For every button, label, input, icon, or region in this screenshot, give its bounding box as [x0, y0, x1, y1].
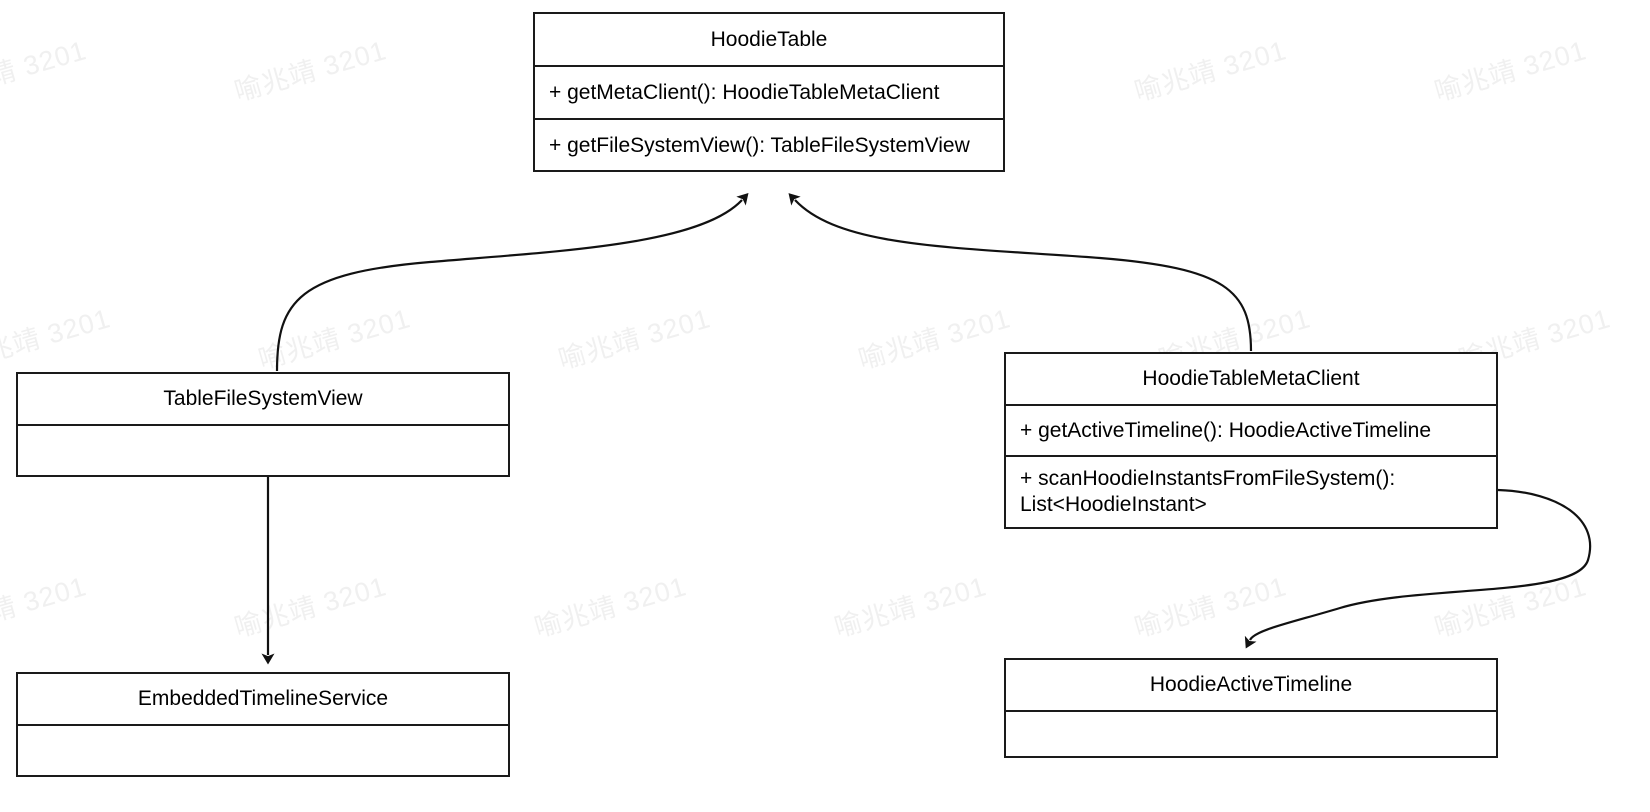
uml-member-compartment: + scanHoodieInstantsFromFileSystem():Lis… [1006, 457, 1496, 527]
uml-member-text-block: + scanHoodieInstantsFromFileSystem():Lis… [1020, 466, 1395, 517]
watermark-label: 喻兆靖 3201 [531, 571, 690, 644]
uml-member-line: + getMetaClient(): HoodieTableMetaClient [549, 80, 940, 104]
uml-class-name: EmbeddedTimelineService [18, 674, 508, 726]
uml-member-line: + getActiveTimeline(): HoodieActiveTimel… [1020, 418, 1432, 442]
watermark-label: 喻兆靖 3201 [255, 303, 414, 376]
watermark-label: 喻兆靖 3201 [831, 571, 990, 644]
uml-member-text-block: + getMetaClient(): HoodieTableMetaClient [549, 80, 939, 106]
watermark-label: 喻兆靖 3201 [1431, 571, 1590, 644]
uml-class-name: HoodieTable [535, 14, 1003, 67]
watermark-label: 喻兆靖 3201 [231, 35, 390, 108]
uml-member-compartment: + getMetaClient(): HoodieTableMetaClient [535, 67, 1003, 120]
uml-class-name: HoodieTableMetaClient [1006, 354, 1496, 406]
watermark-label: 喻兆靖 3201 [0, 571, 90, 644]
connector-hoodietablemetaclient-to-hoodietable [788, 193, 1253, 352]
watermark-label: 喻兆靖 3201 [231, 571, 390, 644]
uml-member-line: + getFileSystemView(): TableFileSystemVi… [549, 134, 970, 158]
uml-empty-compartment [1006, 712, 1496, 758]
uml-member-compartment: + getFileSystemView(): TableFileSystemVi… [535, 120, 1003, 172]
uml-member-line: + scanHoodieInstantsFromFileSystem(): [1020, 467, 1396, 491]
connector-tablefilesystemview-to-hoodietable [275, 193, 749, 372]
watermark-label: 喻兆靖 3201 [1131, 35, 1290, 108]
uml-empty-compartment [18, 726, 508, 777]
uml-class-hoodie-active-timeline[interactable]: HoodieActiveTimeline [1004, 658, 1498, 758]
watermark-label: 喻兆靖 3201 [0, 35, 90, 108]
uml-class-name: HoodieActiveTimeline [1006, 660, 1496, 712]
uml-member-line: List<HoodieInstant> [1020, 493, 1207, 516]
uml-class-hoodie-table[interactable]: HoodieTable + getMetaClient(): HoodieTabl… [533, 12, 1005, 172]
watermark-label: 喻兆靖 3201 [0, 303, 114, 376]
watermark-label: 喻兆靖 3201 [555, 303, 714, 376]
uml-class-embedded-timeline-service[interactable]: EmbeddedTimelineService [16, 672, 510, 777]
uml-class-table-file-system-view[interactable]: TableFileSystemView [16, 372, 510, 477]
uml-member-text-block: + getFileSystemView(): TableFileSystemVi… [549, 133, 970, 159]
watermark-label: 喻兆靖 3201 [1131, 571, 1290, 644]
watermark-label: 喻兆靖 3201 [855, 303, 1014, 376]
uml-class-hoodie-table-meta-client[interactable]: HoodieTableMetaClient + getActiveTimeline… [1004, 352, 1498, 529]
uml-empty-compartment [18, 426, 508, 477]
watermark-label: 喻兆靖 3201 [1431, 35, 1590, 108]
uml-member-compartment: + getActiveTimeline(): HoodieActiveTimel… [1006, 406, 1496, 457]
uml-class-name: TableFileSystemView [18, 374, 508, 426]
uml-member-text-block: + getActiveTimeline(): HoodieActiveTimel… [1020, 418, 1431, 444]
